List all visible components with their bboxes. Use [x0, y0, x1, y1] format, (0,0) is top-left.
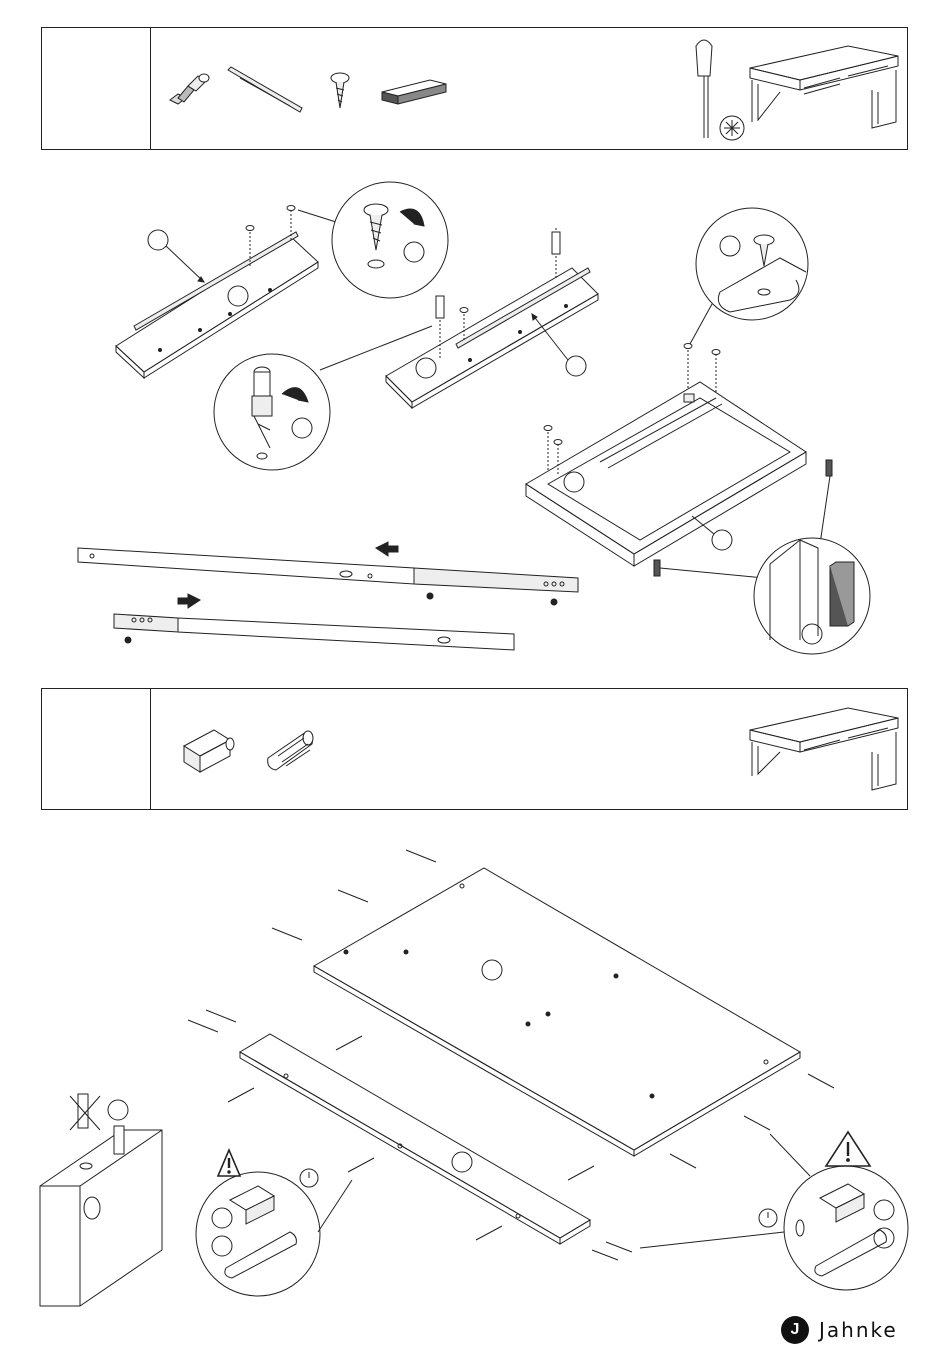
detail-circle-screw-corner — [696, 208, 808, 320]
dowel-insert-detail — [40, 1094, 162, 1306]
cam-bolt-icon — [170, 74, 209, 104]
detail-circle-glide-pad — [754, 538, 870, 654]
wood-dowel-icon — [268, 731, 313, 770]
brand-logo: J Jahnke — [781, 1316, 898, 1344]
screw-icon — [331, 73, 349, 108]
drawer-frame-assembly — [526, 304, 832, 578]
detail-circle-cam-bolt — [214, 354, 330, 470]
detail-circle-camlock-right — [640, 1134, 908, 1290]
warning-icon-right — [826, 1132, 870, 1166]
timer-icon-left — [300, 1169, 318, 1187]
cam-lock-icon — [184, 730, 234, 772]
detail-circle-screw-rotate — [332, 182, 448, 298]
brand-name: Jahnke — [819, 1318, 898, 1342]
desk-thumbnail-icon-2 — [750, 708, 898, 790]
glide-pad-icon — [382, 80, 446, 104]
drawer-rail-icon — [228, 67, 302, 112]
brand-mark-icon: J — [781, 1316, 809, 1344]
screwdriver-icon — [696, 40, 712, 138]
drawer-rail-short — [114, 594, 514, 650]
desk-thumbnail-icon — [750, 46, 898, 128]
phillips-bit-icon — [720, 116, 744, 140]
warning-icon-left — [218, 1150, 240, 1176]
drawer-rail-long — [78, 542, 578, 605]
detail-circle-camlock-left — [196, 1172, 352, 1296]
timer-icon-right — [759, 1209, 777, 1227]
